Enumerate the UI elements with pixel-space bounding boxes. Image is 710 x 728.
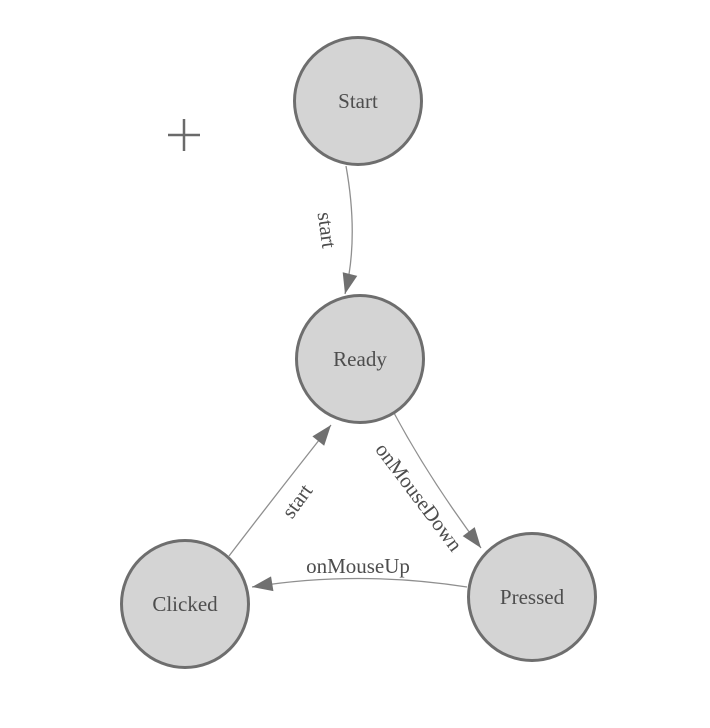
node-start-circle[interactable] xyxy=(293,36,423,166)
node-ready-circle[interactable] xyxy=(295,294,425,424)
node-clicked-circle[interactable] xyxy=(120,539,250,669)
node-ready-label: Ready xyxy=(333,347,387,371)
node-clicked[interactable]: Clicked xyxy=(120,539,250,669)
edge-label-start-to-ready: start xyxy=(313,210,342,249)
edge-pressed-to-clicked: onMouseUp xyxy=(251,554,468,592)
crosshair-icon xyxy=(168,119,200,151)
node-ready[interactable]: Ready xyxy=(295,294,425,424)
node-start[interactable]: Start xyxy=(293,36,423,166)
edge-clicked-to-ready: start xyxy=(228,424,332,557)
edge-start-to-ready: start xyxy=(313,165,358,295)
edge-line-clicked-to-ready[interactable] xyxy=(228,424,332,557)
edge-label-pressed-to-clicked: onMouseUp xyxy=(306,554,410,578)
node-clicked-label: Clicked xyxy=(152,592,218,616)
edge-line-pressed-to-clicked[interactable] xyxy=(251,576,468,592)
node-start-label: Start xyxy=(338,89,378,113)
node-pressed-circle[interactable] xyxy=(467,532,597,662)
edge-ready-to-pressed: onMouseDown xyxy=(370,412,482,556)
edge-line-ready-to-pressed[interactable] xyxy=(393,412,482,549)
node-pressed-label: Pressed xyxy=(500,585,565,609)
edge-line-start-to-ready[interactable] xyxy=(342,165,358,295)
node-pressed[interactable]: Pressed xyxy=(467,532,597,662)
